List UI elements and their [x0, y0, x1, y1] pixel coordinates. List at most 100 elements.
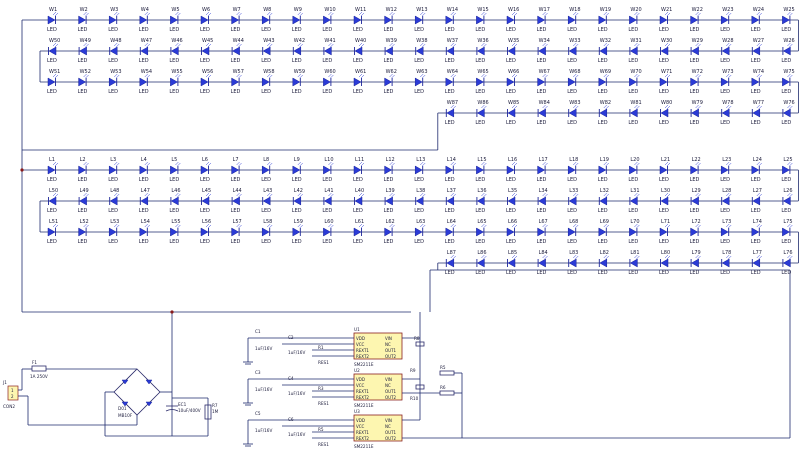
res-r5-right: R5 — [440, 365, 446, 370]
led-w77 — [752, 108, 761, 118]
led-label-w48: W48 — [110, 38, 121, 44]
led-label-w55: W55 — [171, 69, 182, 75]
cap-c2-ref: C2 — [288, 335, 294, 340]
led-label-l80: L80 — [661, 250, 670, 256]
led-l20 — [629, 165, 637, 175]
res-set-2: RES1 — [318, 401, 329, 406]
led-l52 — [78, 227, 87, 237]
led-label-w79: W79 — [692, 100, 703, 106]
led-w43 — [262, 46, 271, 56]
led-type-label: LED — [506, 120, 516, 126]
chip-u1-pin-vcc: VCC — [356, 342, 365, 347]
led-label-w78: W78 — [722, 100, 733, 106]
led-label-l54: L54 — [141, 219, 150, 225]
led-type-label: LED — [690, 120, 700, 126]
led-label-l20: L20 — [630, 157, 639, 163]
led-label-l46: L46 — [171, 188, 180, 194]
led-w47 — [140, 46, 149, 56]
chip-u3-pin-rext2: REXT2 — [356, 436, 369, 441]
led-l82 — [599, 258, 608, 268]
led-row-6: L50LEDL49LEDL48LEDL47LEDL46LEDL45LEDL44L… — [40, 188, 799, 214]
led-l40 — [354, 196, 363, 206]
led-type-label: LED — [292, 58, 302, 64]
led-type-label: LED — [414, 58, 424, 64]
led-type-label: LED — [506, 270, 516, 276]
led-l4 — [139, 165, 148, 175]
led-l32 — [599, 196, 608, 206]
led-type-label: LED — [690, 270, 700, 276]
led-w24 — [751, 15, 760, 25]
led-type-label: LED — [108, 89, 118, 95]
led-type-label: LED — [598, 89, 608, 95]
led-label-w51: W51 — [49, 69, 60, 75]
led-l80 — [660, 258, 669, 268]
chip-u3-pin-out1: OUT1 — [385, 430, 397, 435]
led-type-label: LED — [353, 89, 363, 95]
led-w59 — [292, 77, 301, 87]
driver-block-2: U2 SM2211E VDD VCC REXT1 REXT2 VIN NC OU… — [243, 368, 403, 408]
led-type-label: LED — [445, 208, 455, 214]
led-w67 — [537, 77, 546, 87]
led-type-label: LED — [475, 27, 485, 33]
led-label-l51: L51 — [49, 219, 58, 225]
led-type-label: LED — [322, 177, 332, 183]
led-label-l11: L11 — [355, 157, 364, 163]
led-w37 — [446, 46, 455, 56]
led-w10 — [323, 15, 331, 25]
res-set-3: RES1 — [318, 442, 329, 447]
led-type-label: LED — [292, 89, 302, 95]
led-type-label: LED — [353, 208, 363, 214]
led-type-label: LED — [567, 120, 577, 126]
chip-u1-pin-vdd: VDD — [356, 336, 365, 341]
cap-c4-ref: C4 — [288, 376, 294, 381]
led-w84 — [538, 108, 546, 118]
led-type-label: LED — [598, 270, 608, 276]
led-label-w26: W26 — [783, 38, 794, 44]
led-type-label: LED — [475, 58, 485, 64]
led-type-label: LED — [139, 239, 149, 245]
led-l46 — [170, 196, 179, 206]
led-l67 — [537, 227, 546, 237]
led-type-label: LED — [537, 120, 547, 126]
electrolytic-ref: EC1 — [178, 402, 187, 407]
led-type-label: LED — [414, 239, 424, 245]
led-type-label: LED — [108, 27, 118, 33]
led-type-label: LED — [720, 208, 730, 214]
led-label-l66: L66 — [508, 219, 517, 225]
led-type-label: LED — [445, 120, 455, 126]
led-type-label: LED — [445, 270, 455, 276]
led-label-w83: W83 — [569, 100, 580, 106]
led-l26 — [782, 196, 791, 206]
led-w42 — [293, 46, 302, 56]
led-label-w37: W37 — [447, 38, 458, 44]
chip-u2-pin-rext1: REXT1 — [356, 389, 369, 394]
led-label-l17: L17 — [539, 157, 548, 163]
led-label-w54: W54 — [141, 69, 152, 75]
led-row-7: L51LEDL52LEDL53LEDL54LEDL55LEDL56LEDL57L… — [40, 219, 799, 245]
led-w31 — [629, 46, 638, 56]
led-type-label: LED — [751, 208, 761, 214]
led-type-label: LED — [322, 239, 332, 245]
led-type-label: LED — [537, 89, 547, 95]
led-w53 — [108, 77, 117, 87]
led-w25 — [782, 15, 790, 25]
led-type-label: LED — [384, 89, 394, 95]
led-type-label: LED — [659, 177, 669, 183]
led-label-l56: L56 — [202, 219, 211, 225]
led-label-w7: W7 — [233, 7, 241, 13]
led-type-label: LED — [322, 208, 332, 214]
led-type-label: LED — [598, 208, 608, 214]
led-type-label: LED — [720, 177, 730, 183]
led-type-label: LED — [781, 177, 791, 183]
led-l25 — [782, 165, 790, 175]
led-w14 — [445, 15, 454, 25]
led-w26 — [782, 46, 791, 56]
led-label-l34: L34 — [539, 188, 548, 194]
led-label-l37: L37 — [447, 188, 456, 194]
led-label-l55: L55 — [171, 219, 180, 225]
led-type-label: LED — [659, 270, 669, 276]
led-l70 — [629, 227, 637, 237]
led-label-l69: L69 — [600, 219, 609, 225]
led-l33 — [568, 196, 577, 206]
led-label-l1: L1 — [49, 157, 55, 163]
